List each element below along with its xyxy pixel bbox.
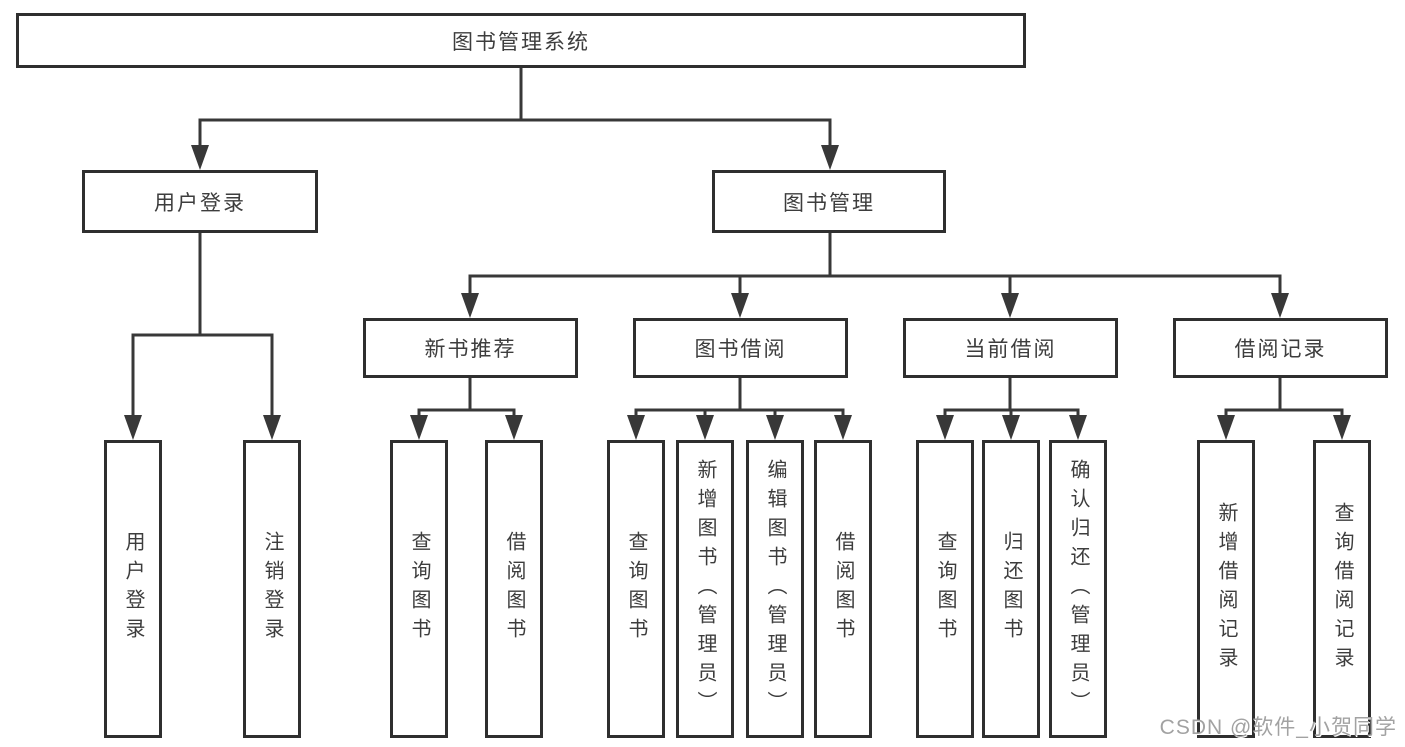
arrowhead <box>696 415 714 440</box>
arrowhead <box>766 415 784 440</box>
leaf-query-book-recommend: 查询图书 <box>390 440 448 738</box>
arrowhead <box>191 145 209 170</box>
arrowhead <box>461 293 479 318</box>
node-user-login: 用户登录 <box>82 170 318 233</box>
arrowhead <box>124 415 142 440</box>
node-book-management: 图书管理 <box>712 170 946 233</box>
node-borrow-records: 借阅记录 <box>1173 318 1388 378</box>
arrowhead <box>263 415 281 440</box>
arrowhead <box>936 415 954 440</box>
leaf-add-borrow-record: 新增借阅记录 <box>1197 440 1255 738</box>
node-book-borrow: 图书借阅 <box>633 318 848 378</box>
arrowhead <box>410 415 428 440</box>
edge-user-login-branch <box>131 233 274 418</box>
arrowhead <box>821 145 839 170</box>
edge-current-borrow-branch <box>943 378 1080 418</box>
arrowhead <box>1217 415 1235 440</box>
leaf-edit-book-admin: 编辑图书（管理员） <box>746 440 804 738</box>
csdn-watermark: CSDN @软件_小贺同学 <box>1159 716 1397 739</box>
leaf-return-book: 归还图书 <box>982 440 1040 738</box>
arrowhead <box>1069 415 1087 440</box>
leaf-query-borrow-record: 查询借阅记录 <box>1313 440 1371 738</box>
arrowhead <box>1002 415 1020 440</box>
arrowhead <box>834 415 852 440</box>
edge-borrow-records-branch <box>1224 378 1344 418</box>
edge-root-branch <box>198 68 832 154</box>
leaf-logout: 注销登录 <box>243 440 301 738</box>
edge-book-borrow-branch <box>634 378 845 418</box>
arrowhead <box>1001 293 1019 318</box>
arrowhead <box>731 293 749 318</box>
leaf-user-login: 用户登录 <box>104 440 162 738</box>
leaf-query-book-borrow: 查询图书 <box>607 440 665 738</box>
leaf-query-book-current: 查询图书 <box>916 440 974 738</box>
edge-book-mgmt-branch <box>468 233 1282 300</box>
node-library-management-system: 图书管理系统 <box>16 13 1026 68</box>
node-new-book-recommend: 新书推荐 <box>363 318 578 378</box>
leaf-confirm-return-admin: 确认归还（管理员） <box>1049 440 1107 738</box>
edge-new-book-branch <box>417 378 516 418</box>
arrowhead <box>627 415 645 440</box>
leaf-borrow-book-recommend: 借阅图书 <box>485 440 543 738</box>
leaf-add-book-admin: 新增图书（管理员） <box>676 440 734 738</box>
arrowhead <box>505 415 523 440</box>
arrowhead <box>1271 293 1289 318</box>
leaf-borrow-book: 借阅图书 <box>814 440 872 738</box>
node-current-borrow: 当前借阅 <box>903 318 1118 378</box>
arrowhead <box>1333 415 1351 440</box>
